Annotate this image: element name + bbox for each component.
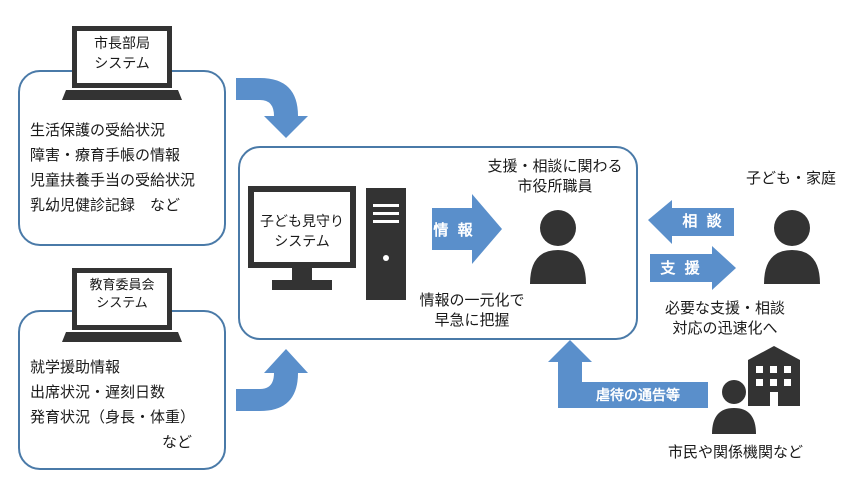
- system-label: 子ども見守り システム: [260, 214, 344, 250]
- support-arrow-right-icon: [650, 246, 736, 290]
- education-monitor-label: 教育委員会 システム: [89, 278, 155, 311]
- report-arrow-label: 虐待の通告等: [596, 388, 680, 404]
- mayor-item-2: 障害・療育手帳の情報: [30, 146, 181, 164]
- mayor-monitor-label: 市長部局 システム: [94, 36, 150, 72]
- info-arrow-label: 情 報: [433, 221, 475, 239]
- consult-arrow-left-icon: [648, 200, 734, 244]
- mayor-item-4: 乳幼児健診記録 など: [30, 196, 181, 214]
- staff-label: 支援・相談に関わる 市役所職員: [487, 157, 623, 195]
- speedup-text: 必要な支援・相談 対応の迅速化へ: [664, 299, 785, 337]
- education-item-1: 就学援助情報: [30, 358, 121, 376]
- education-item-2: 出席状況・遅刻日数: [30, 383, 166, 401]
- citizens-label: 市民や関係機関など: [668, 443, 804, 461]
- report-arrow-up-icon: [548, 340, 708, 408]
- family-person-icon: [764, 210, 820, 284]
- citizen-person-icon: [712, 380, 756, 434]
- info-arrow-right-icon: [432, 194, 502, 264]
- consult-arrow-label: 相 談: [682, 212, 724, 230]
- support-arrow-label: 支 援: [660, 259, 702, 277]
- laptop-icon-education: [62, 268, 182, 342]
- desktop-computer-icon: [248, 186, 406, 300]
- education-item-4: など: [162, 433, 193, 451]
- family-label: 子ども・家庭: [746, 169, 837, 187]
- unify-text: 情報の一元化で 早急に把握: [419, 291, 525, 329]
- staff-person-icon: [530, 210, 586, 284]
- education-item-3: 発育状況（身長・体重）: [30, 408, 196, 426]
- mayor-item-1: 生活保護の受給状況: [30, 121, 166, 139]
- building-icon: [748, 346, 800, 406]
- mayor-item-3: 児童扶養手当の受給状況: [30, 171, 196, 189]
- laptop-icon-mayor: [62, 26, 182, 100]
- curved-arrow-up-icon: [236, 349, 308, 411]
- curved-arrow-down-icon: [236, 78, 308, 138]
